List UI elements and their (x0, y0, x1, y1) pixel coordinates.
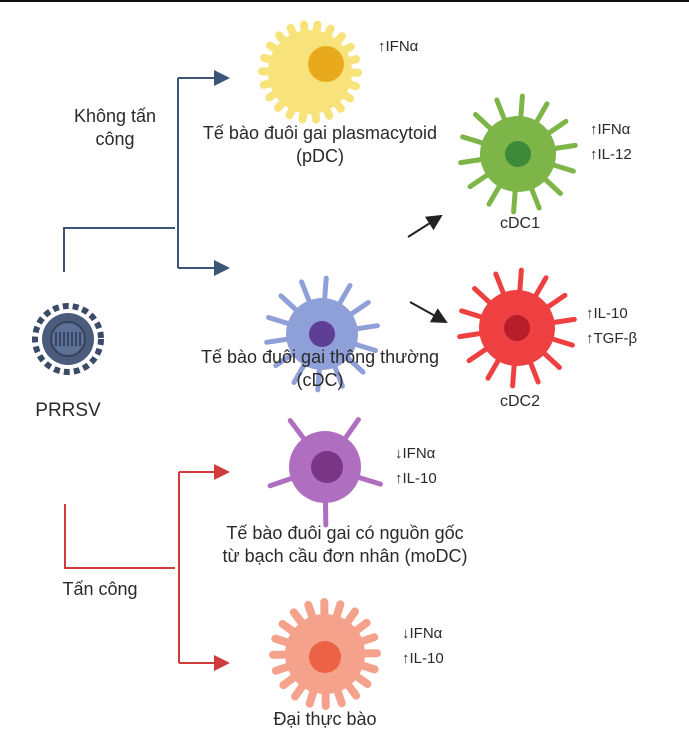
macrophage-cell-icon (269, 598, 381, 710)
cdc2-name: cDC2 (499, 393, 540, 410)
pdc-name: Tế bào đuôi gai plasmacytoid(pDC) (202, 123, 438, 167)
cdc-nucleus (309, 321, 335, 347)
cdc1-cytokines: ↑IFNα↑IL-12 (590, 121, 632, 163)
cdc-name: Tế bào đuôi gai thông thường(cDC) (200, 347, 440, 391)
pdc-cytokines: ↑IFNα (378, 38, 419, 55)
macrophage-nucleus (309, 641, 341, 673)
cdc1-cell-icon (458, 93, 578, 215)
attack-label: Tấn công (62, 579, 138, 599)
cdc1-nucleus (505, 141, 531, 167)
arrow-to-cdc2 (409, 301, 448, 323)
modc-cell-icon (267, 417, 383, 528)
pdc-cell-icon (258, 20, 362, 124)
modc-cytokines: ↓IFNα↑IL-10 (395, 445, 437, 487)
prrsv-virus-icon (32, 303, 104, 375)
cdc2-cell-icon (457, 267, 577, 389)
cdc1-name: cDC1 (499, 215, 540, 232)
modc-nucleus (311, 451, 343, 483)
cdc2-cytokines: ↑IL-10↑TGF-β (586, 305, 638, 347)
macrophage-cytokines: ↓IFNα↑IL-10 (402, 625, 444, 667)
prrsv-label: PRRSV (35, 400, 101, 421)
cdc2-nucleus (504, 315, 530, 341)
arrow-to-cdc1 (407, 214, 443, 238)
non-attack-connector (63, 70, 230, 276)
cdc-cell-icon (264, 275, 380, 393)
macrophage-name: Đại thực bào (273, 709, 377, 729)
pdc-nucleus (308, 46, 344, 82)
attack-connector (64, 464, 230, 671)
